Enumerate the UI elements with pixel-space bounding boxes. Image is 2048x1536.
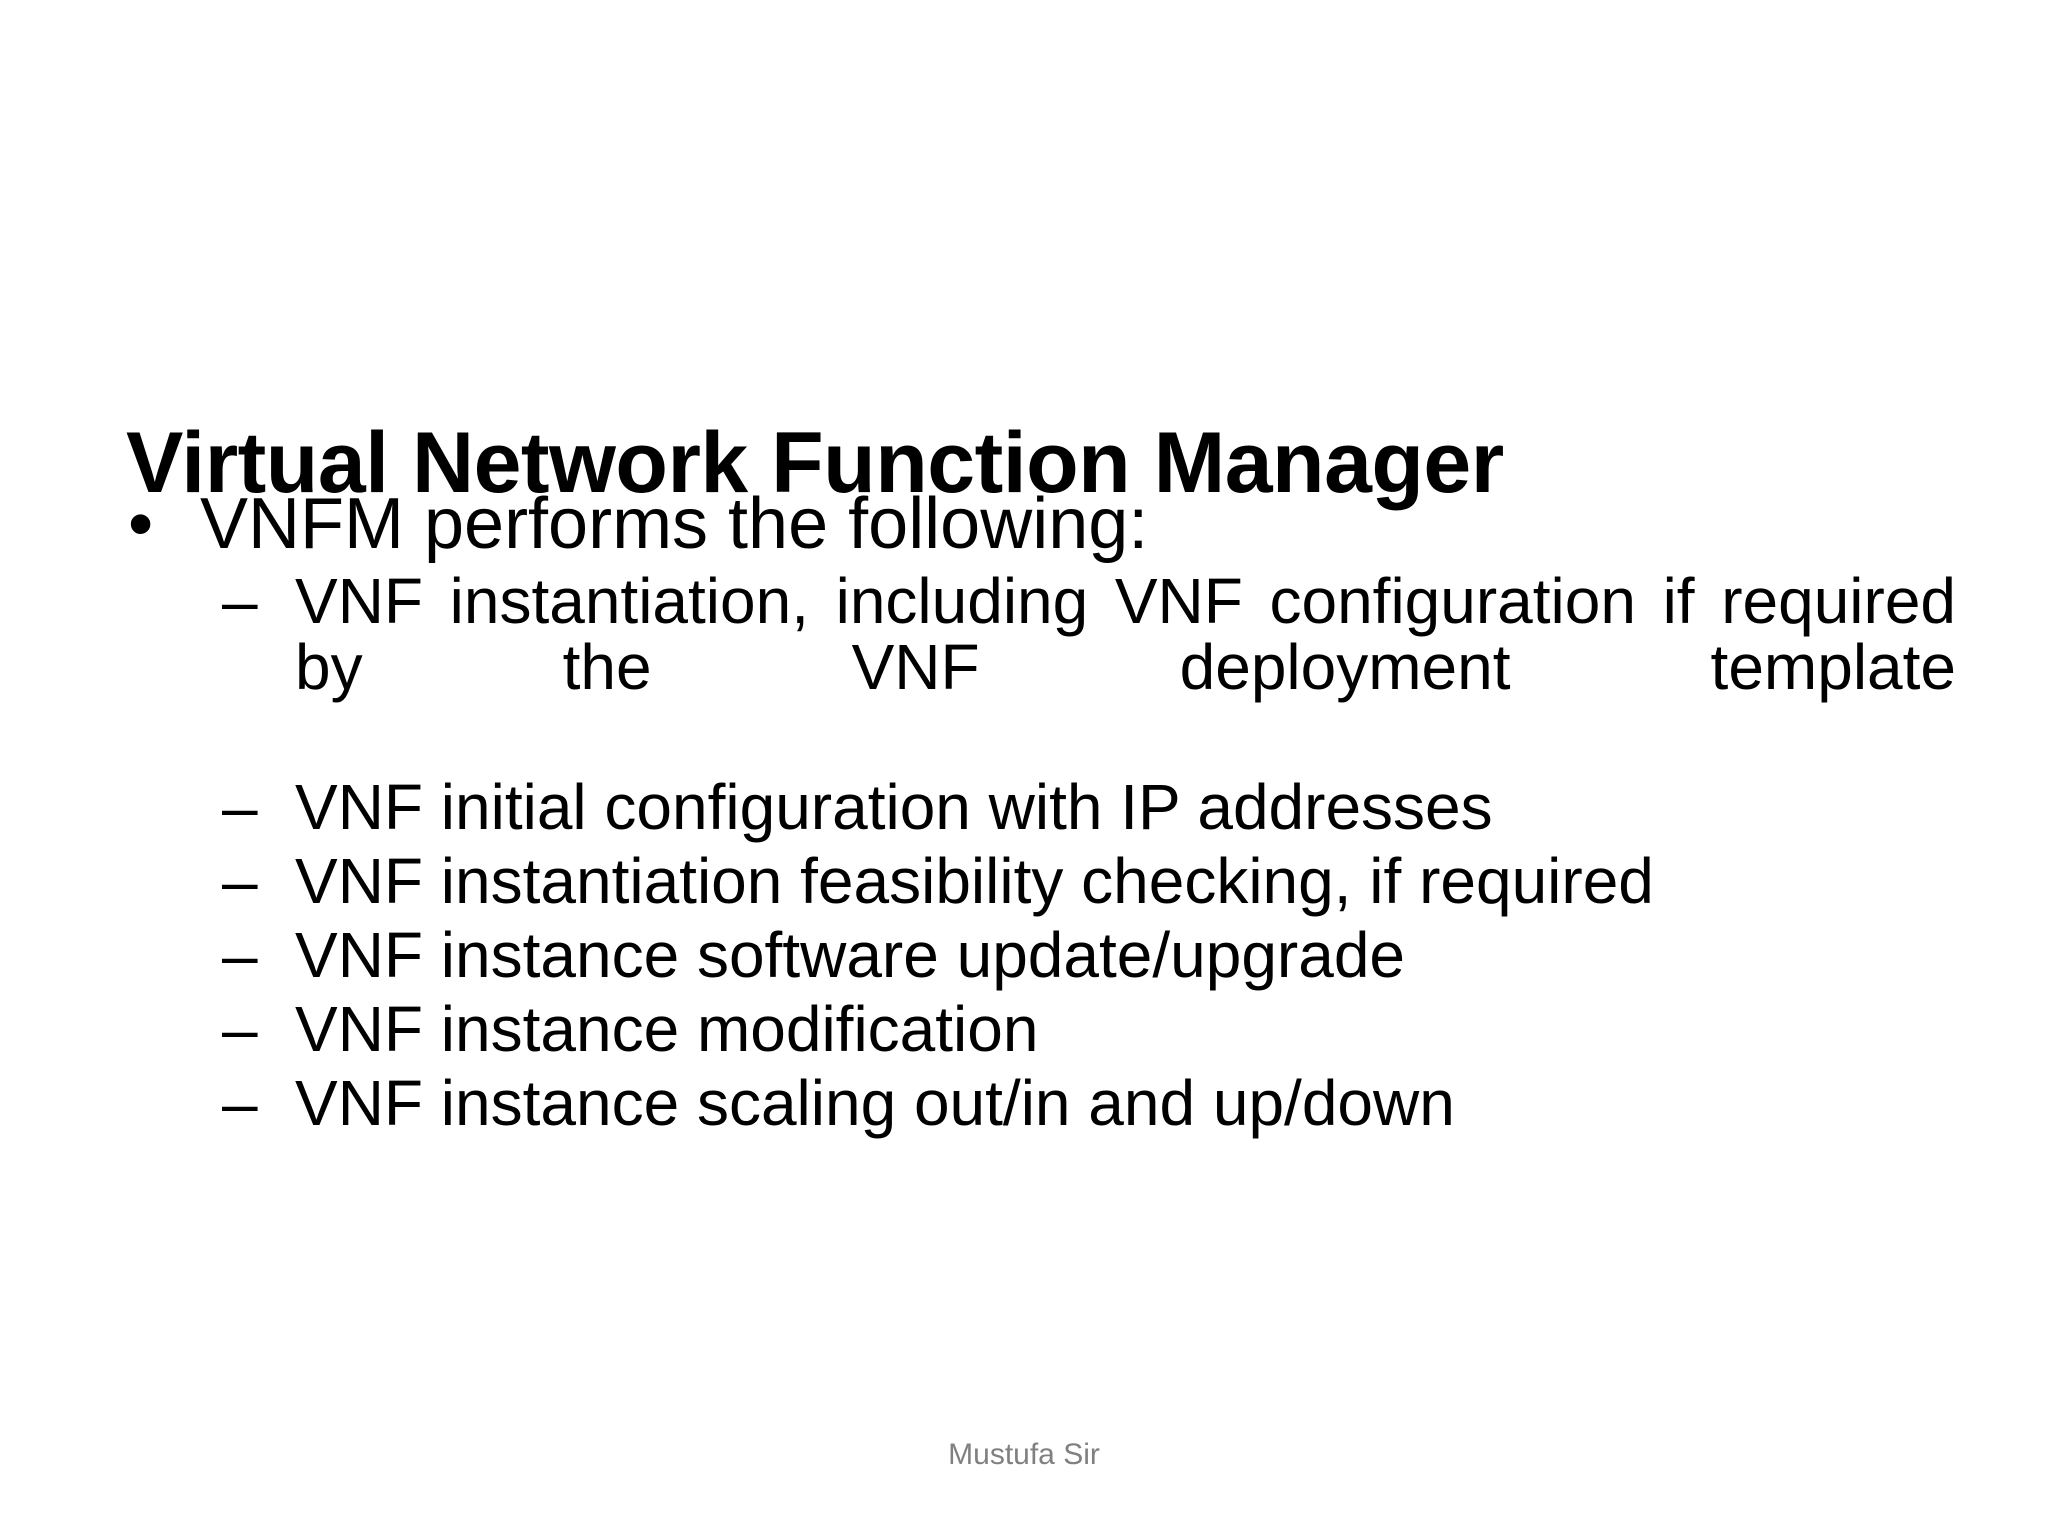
bullet-level2-text: VNF instance scaling out/in and up/down: [295, 1066, 1455, 1139]
bullet-level2-text: VNF instantiation, including VNF configu…: [295, 565, 1956, 704]
bullet-dash-icon: –: [222, 565, 258, 638]
bullet-dash-icon: –: [222, 771, 258, 844]
bullet-dot-icon: •: [128, 484, 154, 564]
bullet-level1-text: VNFM performs the following:: [200, 484, 1149, 564]
slide-title: Virtual Network Function Manager: [126, 414, 1504, 511]
bullet-level2-text: VNF instance modification: [295, 992, 1039, 1065]
bullet-level2-text: VNF instantiation feasibility checking, …: [295, 845, 1654, 918]
bullet-level2-software-update: – VNF instance software update/upgrade: [0, 918, 2048, 991]
bullet-dash-icon: –: [222, 918, 258, 991]
bullet-dash-icon: –: [222, 1066, 258, 1139]
bullet-level2-text: VNF instance software update/upgrade: [295, 918, 1405, 991]
bullet-level1-vnfm-performs: • VNFM performs the following:: [0, 484, 2048, 564]
bullet-level2-text: VNF initial configuration with IP addres…: [295, 771, 1493, 844]
bullet-level2-instance-modification: – VNF instance modification: [0, 992, 2048, 1065]
bullet-level2-instance-scaling: – VNF instance scaling out/in and up/dow…: [0, 1066, 2048, 1139]
slide-body-content: • VNFM performs the following: – VNF ins…: [0, 484, 2048, 1139]
slide-footer-author: Mustufa Sir: [948, 1438, 1100, 1471]
bullet-level2-feasibility-checking: – VNF instantiation feasibility checking…: [0, 845, 2048, 918]
bullet-dash-icon: –: [222, 992, 258, 1065]
bullet-dash-icon: –: [222, 845, 258, 918]
bullet-level2-instantiation: – VNF instantiation, including VNF confi…: [0, 569, 2048, 767]
bullet-level2-initial-configuration: – VNF initial configuration with IP addr…: [0, 771, 2048, 844]
